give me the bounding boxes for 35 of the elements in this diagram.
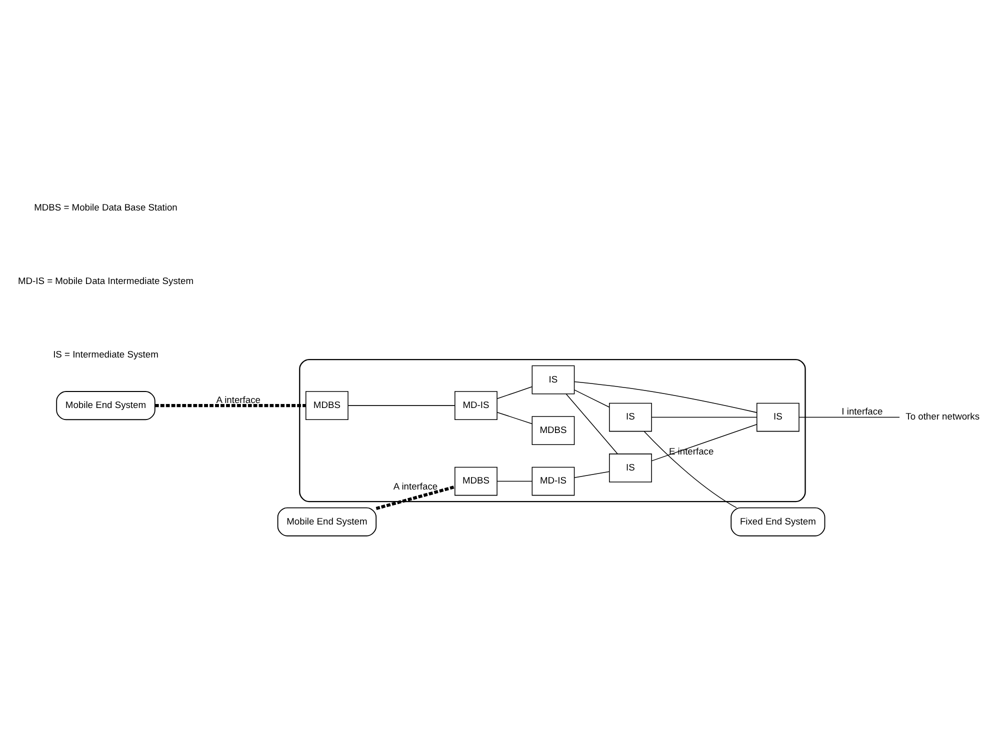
connector: [651, 423, 758, 461]
node-box: IS: [609, 402, 652, 432]
cluster: [299, 358, 806, 502]
connector: [348, 404, 456, 406]
edge-label: A interface: [393, 481, 438, 492]
label: IS = Intermediate System: [53, 348, 158, 359]
connector: [155, 404, 306, 407]
connector: [496, 480, 532, 482]
node-box: IS: [609, 453, 652, 482]
connector: [566, 393, 618, 454]
connector: [651, 416, 758, 418]
connector: [574, 380, 758, 412]
node-box: IS: [532, 364, 575, 394]
connector: [376, 484, 456, 510]
node-box: MD-IS: [454, 390, 498, 420]
node-box: IS: [756, 402, 800, 432]
connector: [496, 411, 532, 424]
connector: [574, 389, 610, 408]
node-box: MDBS: [454, 466, 498, 496]
label: MDBS = Mobile Data Base Station: [34, 202, 178, 212]
node-box: Mobile End System: [56, 390, 156, 420]
node-box: MDBS: [532, 416, 575, 444]
node-text: To other networks: [906, 411, 980, 422]
edge-label: A interface: [216, 394, 261, 404]
node-box: MD-IS: [532, 466, 575, 496]
connector: [496, 386, 532, 398]
node-box: Mobile End System: [277, 506, 377, 536]
connector: [574, 470, 610, 478]
edge-label: I interface: [842, 406, 883, 416]
node-box: Fixed End System: [730, 506, 826, 536]
connector: [798, 416, 900, 418]
edge-label: E interface: [668, 446, 714, 456]
label: MD-IS = Mobile Data Intermediate System: [18, 275, 194, 286]
node-box: MDBS: [306, 390, 348, 420]
connector: [644, 430, 737, 508]
